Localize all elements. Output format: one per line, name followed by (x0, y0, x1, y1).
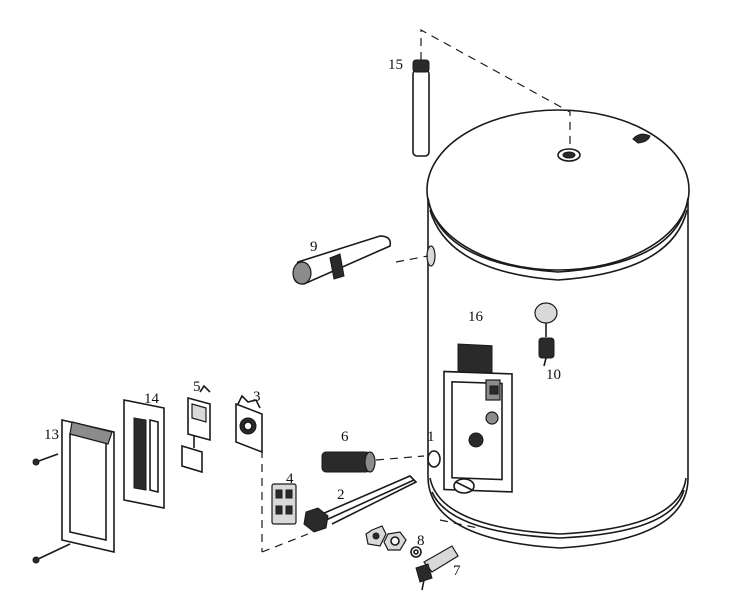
part-label-16: 16 (468, 309, 483, 325)
part-label-7: 7 (453, 563, 461, 579)
thermostat (181, 384, 211, 474)
anode-rod-guide-line (420, 28, 571, 148)
hex-nut (383, 531, 407, 551)
washer (410, 546, 422, 558)
part-label-14: 14 (144, 391, 159, 407)
tank-side-opening (426, 245, 436, 267)
part-label-6: 6 (341, 429, 349, 445)
part-label-8: 8 (417, 533, 425, 549)
element-guide-line (261, 533, 309, 553)
anode-rod (412, 59, 430, 157)
part-label-10: 10 (546, 367, 561, 383)
part-label-2: 2 (337, 487, 345, 503)
dip-tube-guide-line (395, 255, 429, 263)
screw-upper (32, 453, 59, 466)
part-label-4: 4 (286, 471, 294, 487)
part-label-9: 9 (310, 239, 318, 255)
part-label-13: 13 (44, 427, 59, 443)
access-cover (61, 418, 115, 554)
drain-guide-line (439, 519, 479, 529)
tank-top-vent (632, 133, 651, 144)
part-label-3: 3 (253, 389, 261, 405)
terminal-block (271, 483, 297, 525)
part-label-1: 1 (427, 429, 435, 445)
gasket (427, 450, 441, 468)
nipple (321, 451, 376, 473)
insulation-pad (123, 399, 165, 509)
star-nut (365, 525, 387, 547)
screw-lower (32, 543, 71, 564)
tank-top-fitting (557, 148, 581, 162)
part-label-15: 15 (388, 57, 403, 73)
thermostat-bracket (235, 394, 263, 454)
heating-element (303, 475, 418, 533)
drain-slot (455, 481, 473, 491)
dip-tube (292, 235, 392, 285)
part-label-5: 5 (193, 379, 201, 395)
nipple-guide-line (375, 455, 425, 461)
dry-fire-switch (534, 302, 558, 367)
drain-valve (415, 545, 459, 591)
tank-access-panel (443, 370, 513, 493)
